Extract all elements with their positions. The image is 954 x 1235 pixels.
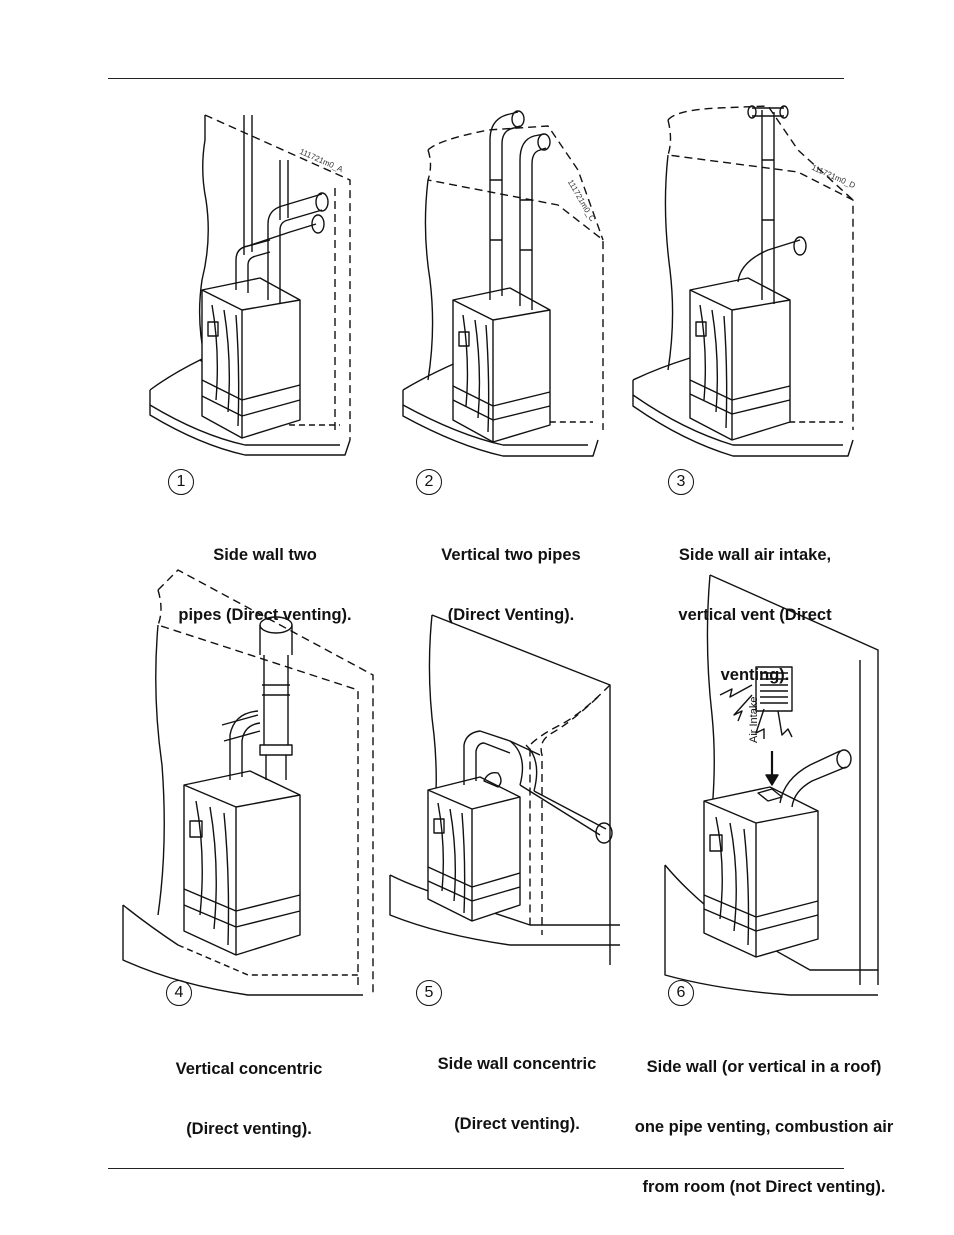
panel-3-caption: Side wall air intake, vertical vent (Dir… — [640, 505, 870, 705]
panel-3-caption-line: vertical vent (Direct — [678, 606, 832, 624]
panel-3-illustration — [632, 105, 854, 457]
panel-6-number: 6 — [668, 980, 694, 1006]
panel-1-caption: Side wall two pipes (Direct venting). — [150, 505, 380, 645]
top-rule — [108, 78, 844, 79]
panel-5-side-wall-concentric — [380, 605, 650, 1015]
panel-6-caption-line: one pipe venting, combustion air — [634, 1118, 894, 1136]
panel-6-caption: Side wall (or vertical in a roof) one pi… — [616, 1017, 912, 1217]
panel-4-number: 4 — [166, 980, 192, 1006]
panel-1-side-wall-two-pipes: 111721m0_A — [140, 100, 370, 480]
panel-6-illustration — [664, 574, 879, 996]
panel-4-caption-line: Vertical concentric — [175, 1060, 323, 1078]
panel-5-caption: Side wall concentric (Direct venting). — [402, 1014, 632, 1154]
panel-1-caption-line: pipes (Direct venting). — [178, 606, 352, 624]
panel-3-caption-line: Side wall air intake, — [678, 546, 832, 564]
panel-2-number: 2 — [416, 469, 442, 495]
panel-6-caption-line: from room (not Direct venting). — [642, 1178, 886, 1196]
panel-1-caption-line: Side wall two — [213, 546, 317, 564]
panel-3-caption-line: venting). — [720, 666, 790, 684]
panel-2-caption: Vertical two pipes (Direct Venting). — [396, 505, 626, 645]
panel-1-illustration — [149, 114, 351, 456]
panel-6-caption-line: Side wall (or vertical in a roof) — [646, 1058, 882, 1076]
panel-2-illustration — [402, 110, 604, 457]
panel-2-vertical-two-pipes: 111721m0_C — [398, 100, 628, 480]
panel-4-vertical-concentric — [118, 565, 388, 1015]
panel-2-caption-line: (Direct Venting). — [447, 606, 575, 624]
panel-4-caption: Vertical concentric (Direct venting). — [134, 1019, 364, 1159]
panel-6-one-pipe-venting: Air Intake — [660, 565, 890, 1015]
panel-3-side-wall-air-intake-vertical-vent: 111721m0_D — [628, 100, 868, 480]
panel-5-illustration — [389, 614, 620, 965]
panel-5-caption-line: (Direct venting). — [454, 1115, 580, 1133]
bottom-rule — [108, 1168, 844, 1169]
panel-5-number: 5 — [416, 980, 442, 1006]
panel-4-illustration — [122, 569, 374, 996]
panel-4-caption-line: (Direct venting). — [186, 1120, 312, 1138]
panel-3-number: 3 — [668, 469, 694, 495]
panel-5-caption-line: Side wall concentric — [437, 1055, 597, 1073]
panel-1-number: 1 — [168, 469, 194, 495]
panel-2-caption-line: Vertical two pipes — [441, 546, 581, 564]
